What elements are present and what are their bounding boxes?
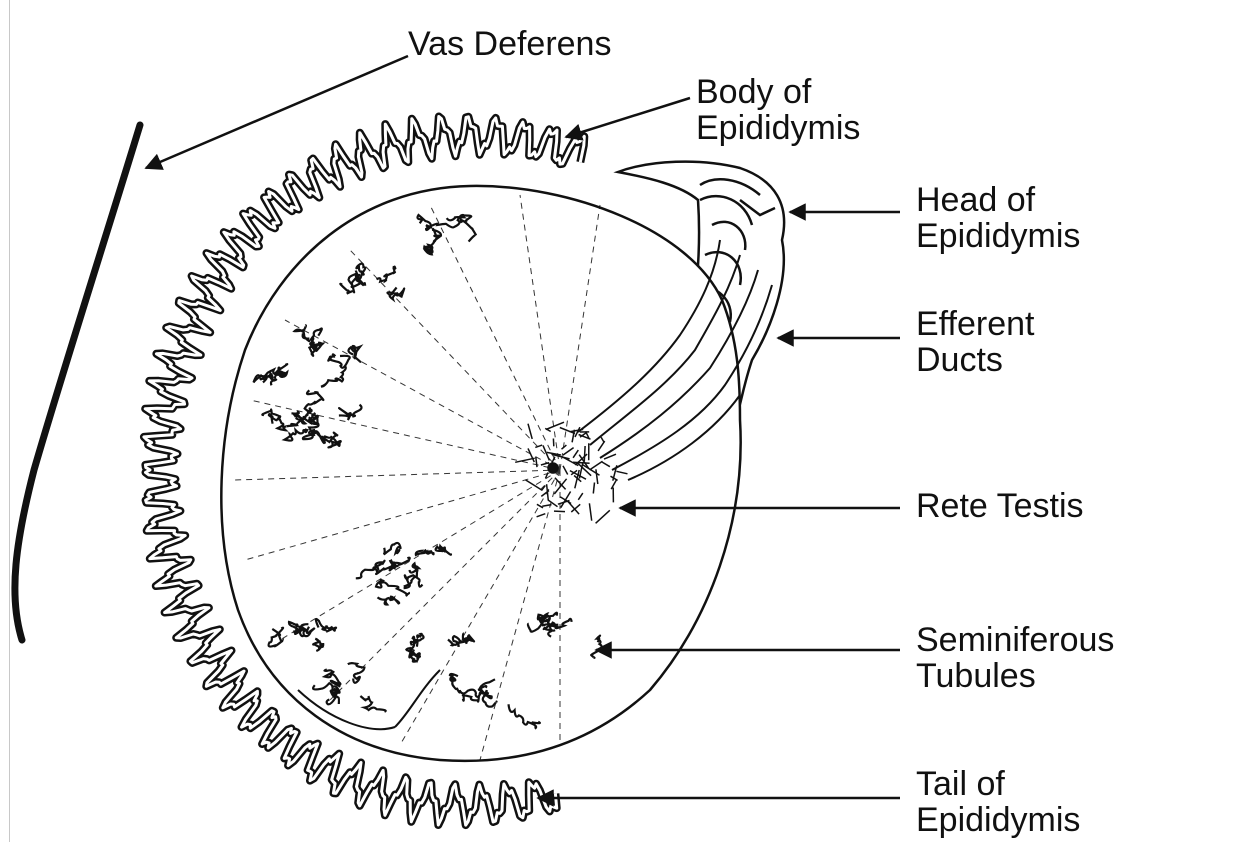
label-body-of-epididymis: Body of Epididymis <box>696 74 860 146</box>
label-rete-testis: Rete Testis <box>916 488 1084 524</box>
label-seminiferous-tubules: Seminiferous Tubules <box>916 622 1114 694</box>
label-efferent-ducts: Efferent Ducts <box>916 306 1034 378</box>
label-tail-of-epididymis: Tail of Epididymis <box>916 766 1080 838</box>
testis <box>221 186 772 761</box>
label-head-of-epididymis: Head of Epididymis <box>916 182 1080 254</box>
label-vas-deferens: Vas Deferens <box>408 26 611 62</box>
arrow-body-of-epididymis <box>566 98 690 137</box>
vas-deferens-line <box>15 125 140 640</box>
